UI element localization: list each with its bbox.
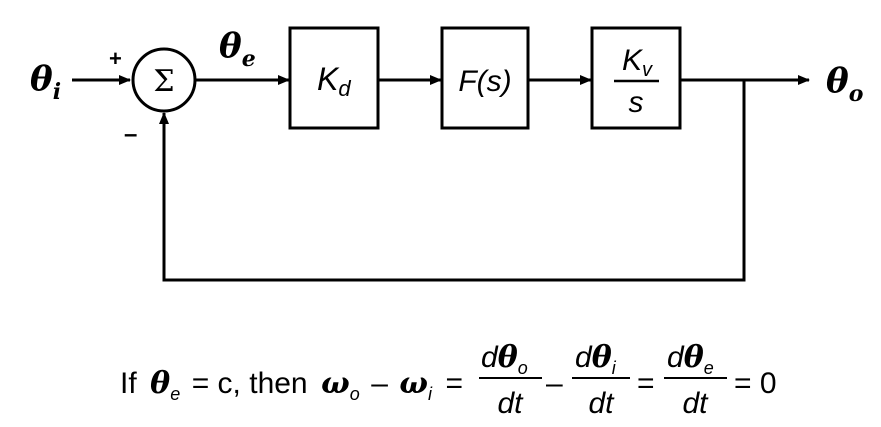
block-kd-label: Kd (317, 61, 351, 101)
fraction-dtheta-i-dt: dθi dt (572, 340, 630, 420)
block-kvs-box (590, 26, 682, 130)
summing-junction: Σ (131, 47, 197, 113)
equation-lhs: If θe = c, then ωo – ωi = (120, 366, 463, 407)
block-fs: F(s) (440, 26, 530, 130)
block-kvs: Kv s (590, 26, 682, 130)
equation-tail: = 0 (734, 367, 777, 400)
feedback-path (159, 80, 746, 282)
plus-sign: + (109, 46, 122, 71)
input-label: θi (30, 59, 61, 105)
fraction-3-denominator: dt (682, 387, 709, 420)
sigma-icon: Σ (153, 64, 174, 99)
fraction-1-numerator: dθo (481, 340, 528, 378)
equation-minus-sign: – (546, 367, 563, 400)
fraction-dtheta-e-dt: dθe dt (664, 340, 727, 420)
minus-sign: – (124, 121, 137, 148)
fraction-2-denominator: dt (588, 387, 615, 420)
block-fs-box (440, 26, 530, 130)
equation-equals-sign: = (637, 367, 655, 400)
fraction-3-numerator: dθe (667, 340, 714, 378)
block-kd-box (288, 26, 380, 130)
fraction-1-denominator: dt (497, 387, 524, 420)
block-fs-label: F(s) (458, 65, 511, 98)
block-kvs-denominator: s (629, 86, 644, 119)
block-kvs-numerator: Kv (622, 44, 653, 81)
error-label: θe (219, 26, 256, 72)
block-kd: Kd (288, 26, 380, 130)
fraction-dtheta-o-dt: dθo dt (479, 340, 542, 420)
output-label: θo (826, 61, 863, 107)
equation: If θe = c, then ωo – ωi = dθo dt – dθi d… (120, 340, 777, 420)
fraction-2-numerator: dθi (575, 340, 617, 378)
